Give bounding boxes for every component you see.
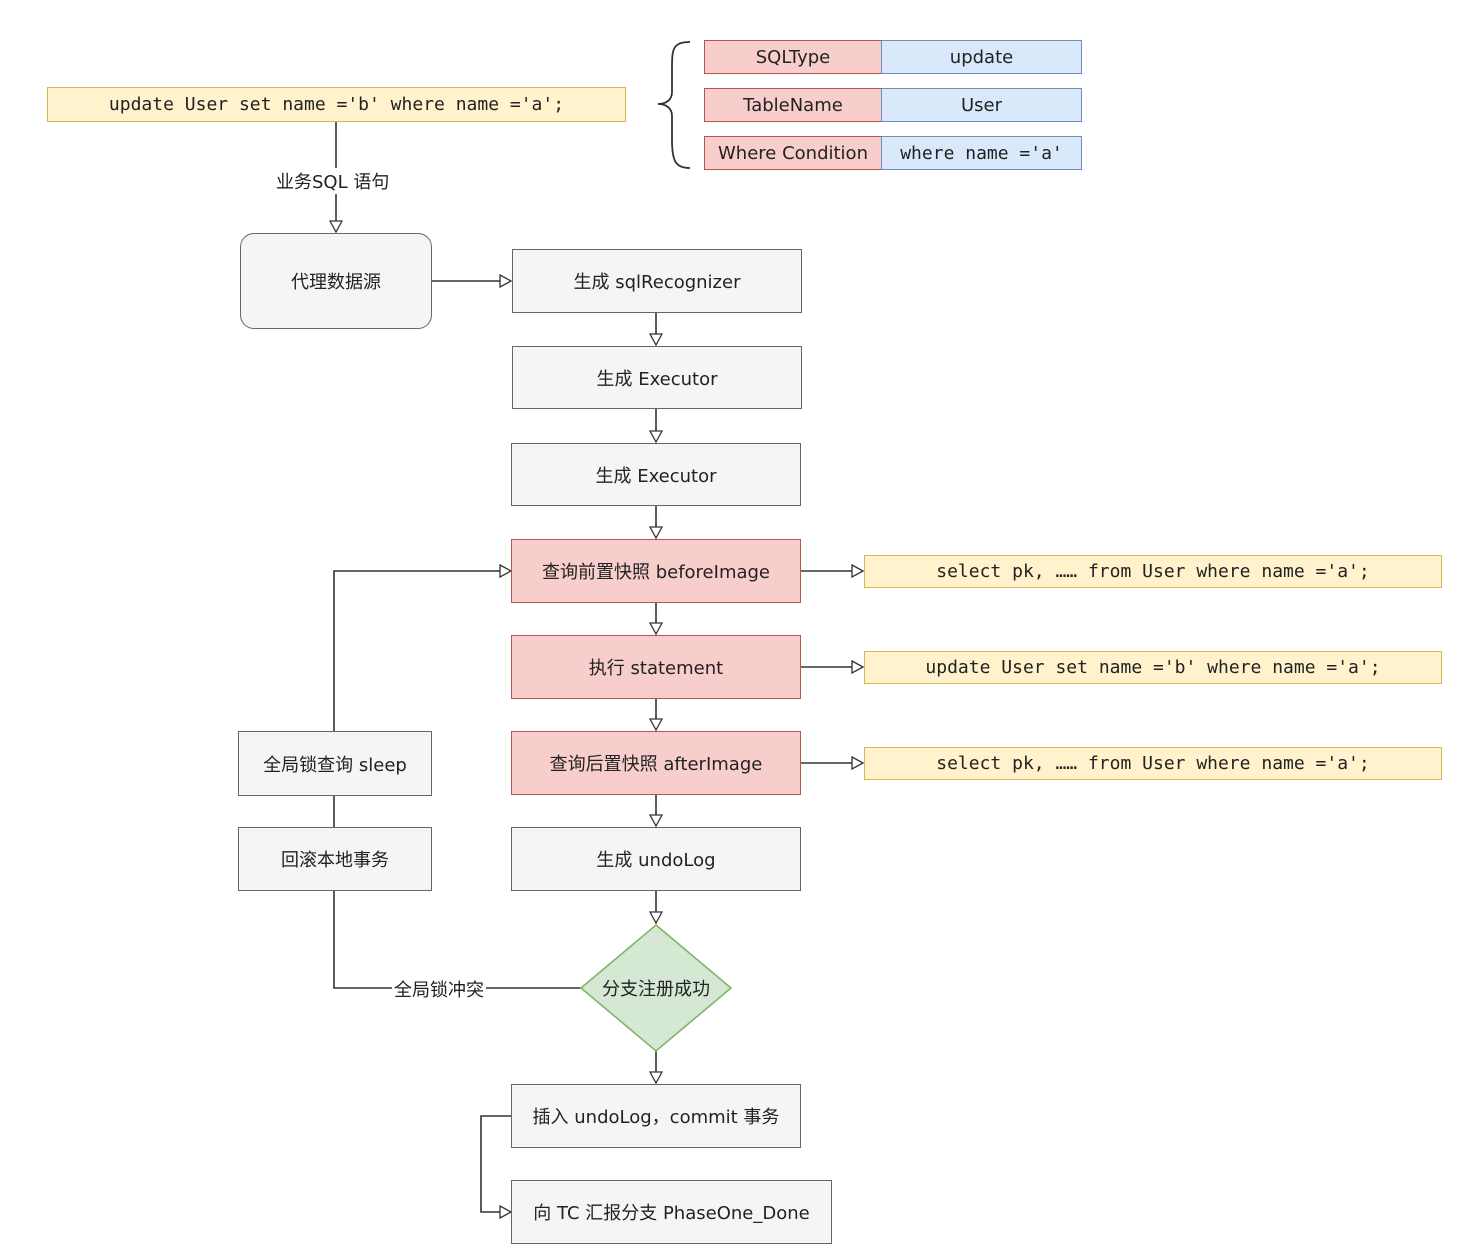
edge-insert-to-report [480, 1115, 511, 1212]
report-tc-node: 向 TC 汇报分支 PhaseOne_Done [511, 1180, 832, 1244]
parse-key-tablename: TableName [704, 88, 882, 122]
branch-register-diamond [579, 923, 733, 1053]
gen-executor-node-1: 生成 Executor [512, 346, 802, 409]
label-business-sql: 业务SQL 语句 [274, 168, 392, 194]
label-global-lock-conflict: 全局锁冲突 [392, 976, 486, 1002]
after-select-sql-box: select pk, …… from User where name ='a'; [864, 747, 1442, 780]
edge-branch-to-rollback [333, 891, 583, 989]
edge-sleep-to-before [333, 571, 511, 731]
parse-key-where: Where Condition [704, 136, 882, 170]
gen-undolog-node: 生成 undoLog [511, 827, 801, 891]
rollback-local-node: 回滚本地事务 [238, 827, 432, 891]
brace-shape [657, 41, 691, 169]
proxy-datasource-node: 代理数据源 [240, 233, 432, 329]
branch-register-label: 分支注册成功 [602, 979, 710, 1000]
execute-update-sql-box: update User set name ='b' where name ='a… [864, 651, 1442, 684]
gen-executor-node-2: 生成 Executor [511, 443, 801, 506]
execute-statement-node: 执行 statement [511, 635, 801, 699]
parse-value-tablename: User [881, 88, 1082, 122]
parse-key-sqltype: SQLType [704, 40, 882, 74]
before-image-node: 查询前置快照 beforeImage [511, 539, 801, 603]
business-sql-box: update User set name ='b' where name ='a… [47, 87, 626, 122]
parse-value-sqltype: update [881, 40, 1082, 74]
after-image-node: 查询后置快照 afterImage [511, 731, 801, 795]
insert-commit-node: 插入 undoLog，commit 事务 [511, 1084, 801, 1148]
global-lock-sleep-node: 全局锁查询 sleep [238, 731, 432, 796]
before-select-sql-box: select pk, …… from User where name ='a'; [864, 555, 1442, 588]
parse-value-where: where name ='a' [881, 136, 1082, 170]
gen-recognizer-node: 生成 sqlRecognizer [512, 249, 802, 313]
